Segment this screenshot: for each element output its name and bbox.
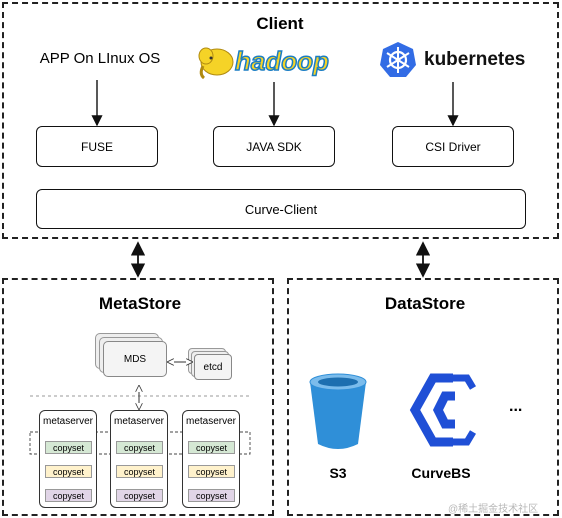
- hadoop-logo: hadoop: [195, 42, 355, 82]
- copyset-cell: copyset: [188, 465, 235, 478]
- copyset-cell: copyset: [45, 465, 92, 478]
- metastore-region: [2, 278, 274, 516]
- mds-box: MDS: [103, 341, 167, 377]
- kubernetes-wheel-icon: [380, 42, 416, 77]
- s3-label: S3: [329, 465, 347, 481]
- copyset-cell: copyset: [188, 489, 235, 502]
- watermark: @稀土掘金技术社区: [448, 504, 539, 515]
- copyset-cell: copyset: [116, 489, 163, 502]
- copyset-cell: copyset: [116, 441, 163, 454]
- copyset-cell: copyset: [188, 441, 235, 454]
- csi-driver-box: CSI Driver: [392, 126, 514, 167]
- datastore-title: DataStore: [384, 294, 466, 313]
- metaserver-label: metaserver: [113, 416, 164, 427]
- s3-bucket-icon: [309, 373, 367, 449]
- curvebs-label: CurveBS: [411, 465, 471, 481]
- copyset-cell: copyset: [45, 489, 92, 502]
- kubernetes-logo: kubernetes: [378, 40, 538, 80]
- java-sdk-box: JAVA SDK: [213, 126, 335, 167]
- copyset-cell: copyset: [116, 465, 163, 478]
- client-region: [2, 2, 559, 239]
- more-label: ...: [509, 398, 523, 415]
- metastore-title: MetaStore: [98, 294, 182, 313]
- datastore-region: [287, 278, 559, 516]
- app-label: APP On LInux OS: [39, 50, 161, 67]
- metaserver-label: metaserver: [42, 416, 93, 427]
- hadoop-wordmark: hadoop: [234, 45, 329, 77]
- etcd-box: etcd: [194, 354, 232, 380]
- metaserver-column-2: metaserver copyset copyset copyset: [110, 410, 168, 508]
- curvebs-logo-icon: [409, 373, 477, 447]
- mds-stack: MDS: [95, 333, 175, 383]
- curve-client-box: Curve-Client: [36, 189, 526, 229]
- client-title: Client: [256, 14, 304, 33]
- kubernetes-wordmark: kubernetes: [424, 49, 526, 70]
- metaserver-column-3: metaserver copyset copyset copyset: [182, 410, 240, 508]
- fuse-box: FUSE: [36, 126, 158, 167]
- metaserver-column-1: metaserver copyset copyset copyset: [39, 410, 97, 508]
- etcd-stack: etcd: [188, 348, 236, 384]
- metaserver-label: metaserver: [185, 416, 236, 427]
- hadoop-elephant-icon: [198, 47, 234, 80]
- copyset-cell: copyset: [45, 441, 92, 454]
